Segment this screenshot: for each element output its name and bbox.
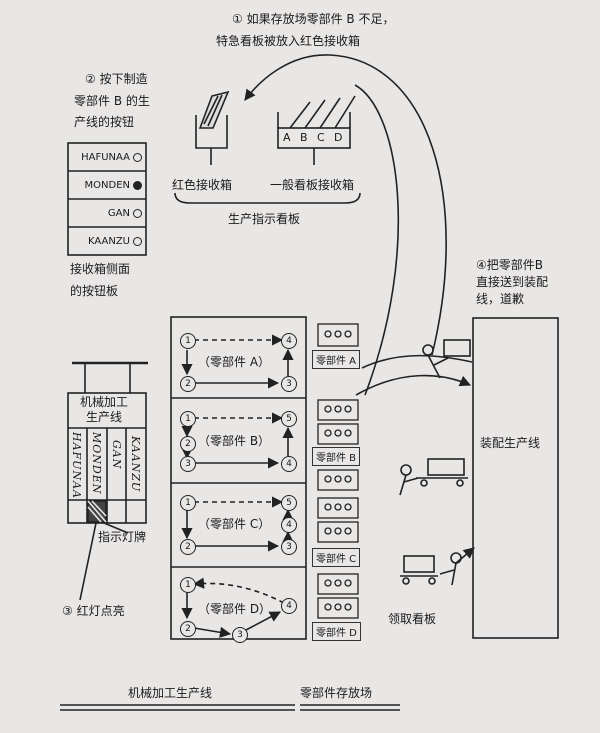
step-marker: 3 <box>281 376 297 392</box>
step-marker: 5 <box>281 411 297 427</box>
part-bins <box>317 323 359 619</box>
cart-label-a: 零部件 A <box>312 350 361 369</box>
button-monden[interactable]: MONDEN <box>68 171 146 199</box>
vertical-hafunaa: HAFUNAA <box>70 432 83 499</box>
step-marker: 4 <box>281 333 297 349</box>
indicator-dot-icon <box>133 208 142 218</box>
pickup-label: 领取看板 <box>388 612 437 626</box>
bottom-left-label: 机械加工生产线 <box>128 686 213 700</box>
button-panel-caption-1: 接收箱侧面 <box>70 262 131 276</box>
indicator-dot-icon <box>133 236 142 246</box>
worker-figure-1 <box>422 339 471 379</box>
step-marker: 3 <box>180 456 196 472</box>
step-marker: 3 <box>232 627 248 643</box>
step-marker: 2 <box>180 376 196 392</box>
red-box-label: 红色接收箱 <box>172 178 233 192</box>
step2-line2: 零部件 B 的生 <box>74 94 150 108</box>
step2-line3: 产线的按钮 <box>74 115 135 129</box>
bottom-right-label: 零部件存放场 <box>300 686 373 700</box>
assembly-label: 装配生产线 <box>480 436 541 450</box>
slot-d: D <box>334 131 343 144</box>
step-marker: 2 <box>180 436 196 452</box>
slot-c: C <box>317 131 325 144</box>
step-marker: 2 <box>180 539 196 555</box>
lamp-label: 指示灯牌 <box>98 530 147 544</box>
step-marker: 3 <box>281 539 297 555</box>
vertical-monden: MONDEN <box>90 432 103 495</box>
red-receiving-box-shape <box>195 90 230 165</box>
step4-line1: ④把零部件B <box>476 258 543 272</box>
step2-line1: ② 按下制造 <box>85 72 148 86</box>
step-marker: 2 <box>180 621 196 637</box>
button-kaanzu[interactable]: KAANZU <box>68 227 146 255</box>
slot-a: A <box>283 131 291 144</box>
step-marker: 1 <box>180 411 196 427</box>
indicator-dot-icon <box>133 180 142 190</box>
cart-label-b: 零部件 B <box>312 447 361 466</box>
vertical-gan: GAN <box>110 440 123 470</box>
step-marker: 4 <box>281 598 297 614</box>
step-marker: 1 <box>180 495 196 511</box>
normal-receiving-box-shape <box>277 95 356 165</box>
step4-line3: 线，道歉 <box>476 292 525 306</box>
cart-figure-2 <box>399 458 468 496</box>
step-marker: 4 <box>281 517 297 533</box>
step4-line2: 直接送到装配 <box>476 275 549 289</box>
part-a-label: （零部件 A） <box>198 355 271 369</box>
step1-line2: 特急看板被放入红色接收箱 <box>216 34 361 48</box>
urgent-kanban-arrow <box>244 54 447 356</box>
kanban-return-curve <box>354 84 400 396</box>
step-marker: 1 <box>180 577 196 593</box>
part-c-label: （零部件 C） <box>198 517 271 531</box>
step-marker: 5 <box>281 495 297 511</box>
slot-b: B <box>300 131 308 144</box>
step-marker: 1 <box>180 333 196 349</box>
button-gan[interactable]: GAN <box>68 199 146 227</box>
part-b-label: （零部件 B） <box>198 434 271 448</box>
vertical-kaanzu: KAANZU <box>129 436 142 493</box>
part-d-label: （零部件 D） <box>198 602 272 616</box>
indicator-dot-icon <box>133 152 142 162</box>
cart-label-c: 零部件 C <box>312 548 361 567</box>
machining-line-title-1: 机械加工 <box>80 395 129 409</box>
cart-figure-3 <box>400 547 475 586</box>
cart-label-d: 零部件 D <box>312 622 361 641</box>
step3-label: ③ 红灯点亮 <box>62 604 125 618</box>
machining-line-title-2: 生产线 <box>86 410 123 424</box>
step1-line1: ① 如果存放场零部件 B 不足， <box>232 12 395 26</box>
board-title: 生产指示看板 <box>228 212 301 226</box>
button-hafunaa[interactable]: HAFUNAA <box>68 143 146 171</box>
step-marker: 4 <box>281 456 297 472</box>
button-panel-caption-2: 的按钮板 <box>70 284 119 298</box>
assembly-line-box <box>472 317 559 639</box>
normal-box-label: 一般看板接收箱 <box>270 178 355 192</box>
